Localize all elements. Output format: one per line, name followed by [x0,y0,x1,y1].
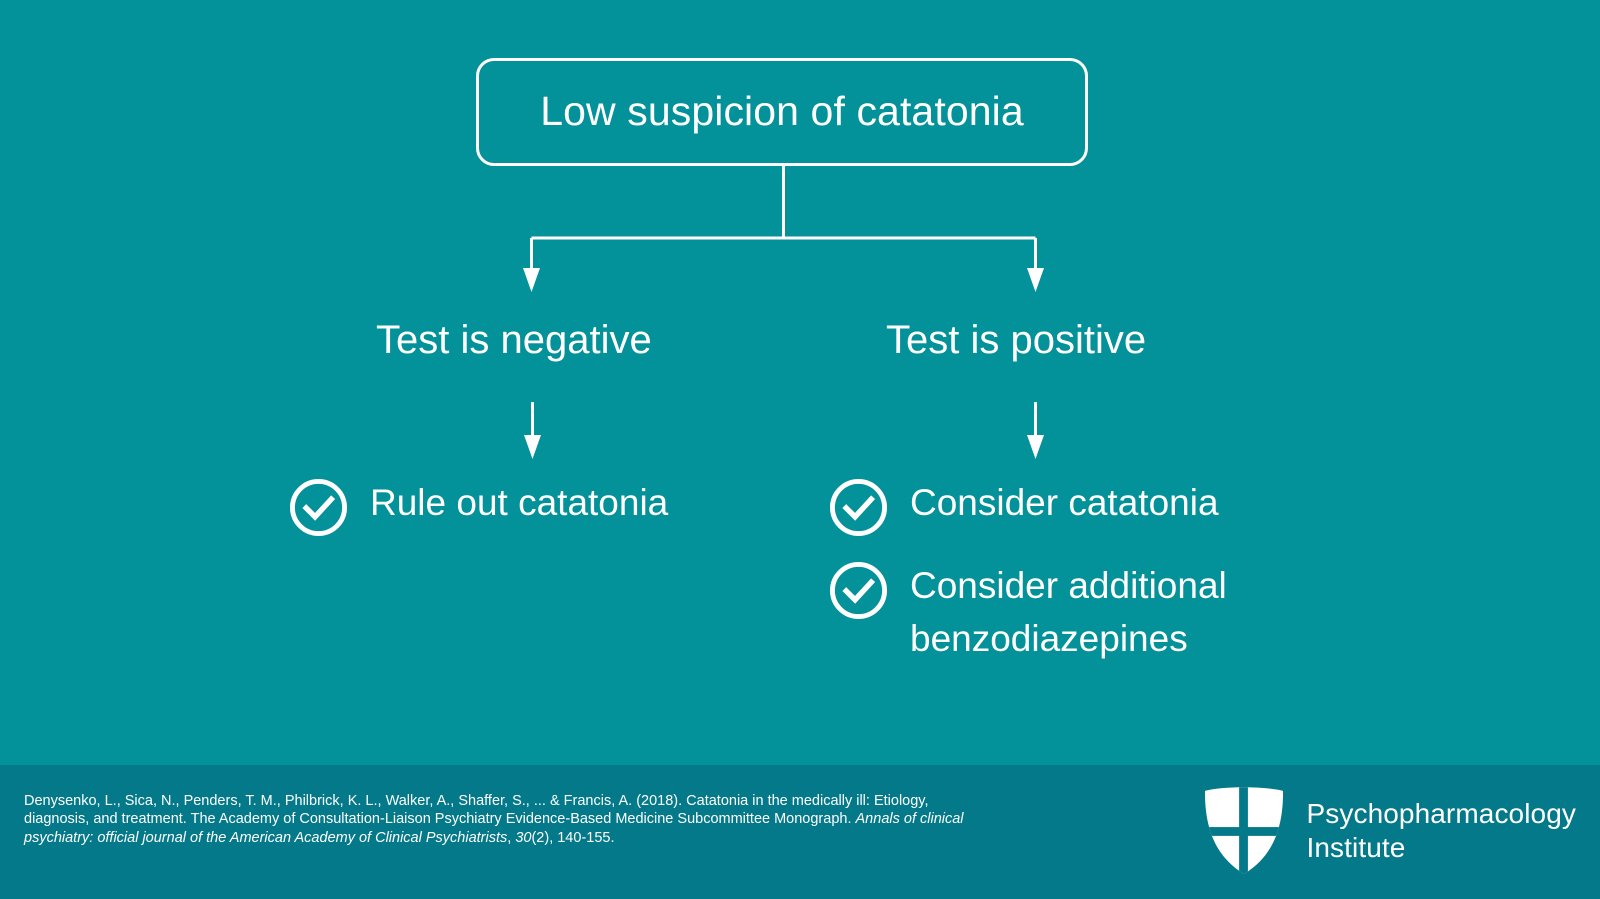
root-node-box: Low suspicion of catatonia [476,58,1088,166]
branch-title-negative: Test is negative [376,318,652,362]
check-circle-icon [829,561,888,620]
citation-part-3: (2), 140-155. [531,829,615,846]
brand-name-line2: Institute [1306,832,1406,863]
outcome-item: Rule out catatonia [289,476,759,537]
outcome-item: Consider catatonia [829,476,1299,537]
outcome-label: Consider catatonia [910,482,1219,523]
citation-text: Denysenko, L., Sica, N., Penders, T. M.,… [24,792,974,847]
root-node-label: Low suspicion of catatonia [540,88,1024,135]
brand-logo: Psychopharmacology Institute [1203,787,1577,875]
brand-name-line1: Psychopharmacology [1306,798,1576,830]
outcome-label: Rule out catatonia [370,482,669,523]
citation-journal: Annals of clinical psychiatry: official … [24,811,964,846]
branch-title-positive: Test is positive [886,318,1147,362]
check-circle-icon [289,478,348,537]
outcome-label: Consider additional benzodiazepines [910,565,1227,659]
check-circle-icon [829,478,888,537]
citation-part-1: Denysenko, L., Sica, N., Penders, T. M.,… [24,793,929,828]
connector-lines [523,166,1044,459]
footer-bar: Denysenko, L., Sica, N., Penders, T. M.,… [0,765,1600,899]
outcome-item: Consider additional benzodiazepines [829,559,1299,665]
citation-volume: 30 [515,829,532,846]
outcome-list-negative: Rule out catatonia [289,476,759,559]
shield-cross-icon [1204,787,1283,875]
brand-name: Psychopharmacology Institute [1307,797,1577,864]
catatonia-flow-diagram: Low suspicion of catatonia Test is negat… [289,58,1299,687]
citation-part-2: , [507,829,516,846]
outcome-list-positive: Consider catatonia Consider additional b… [829,476,1299,687]
